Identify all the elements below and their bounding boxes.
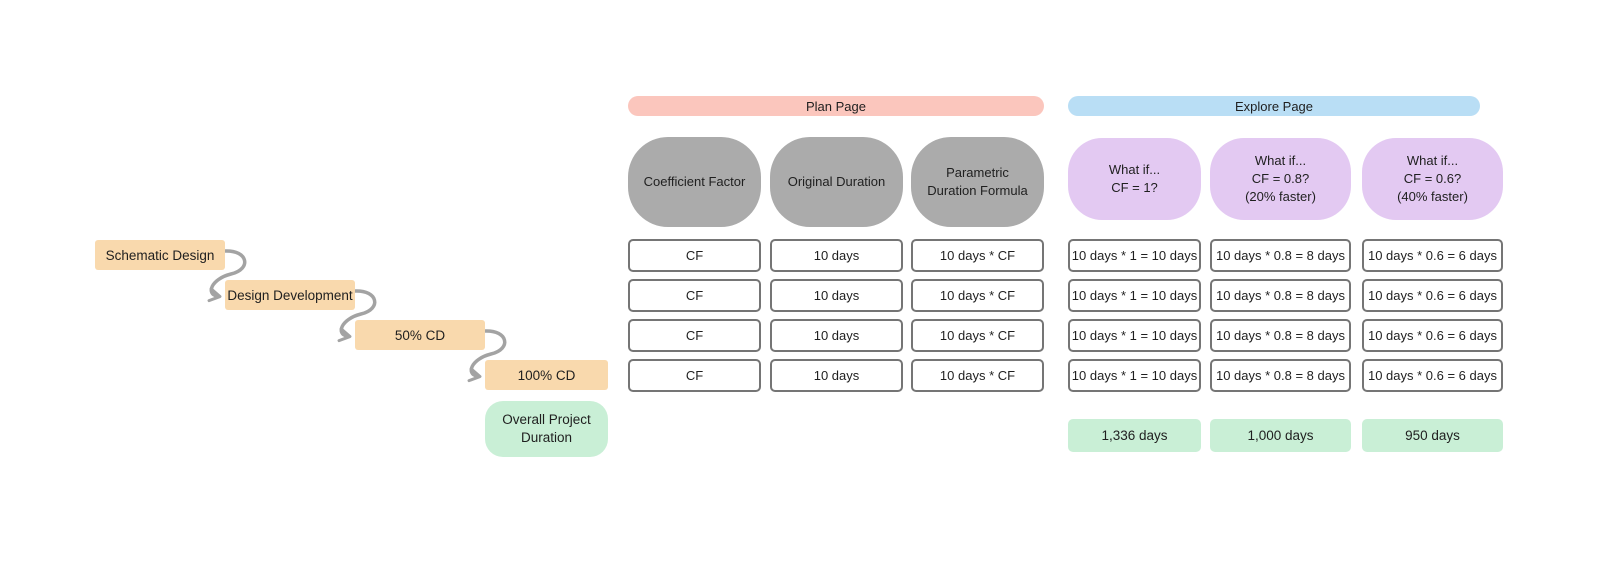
plan-cell-r3c1: 10 days	[770, 359, 903, 392]
column-header-line: Original Duration	[787, 174, 886, 189]
column-header-line: What if...	[1108, 162, 1161, 177]
plan-page-header: Plan Page	[628, 96, 1044, 116]
plan-cell-r2c2: 10 days * CF	[911, 319, 1044, 352]
column-header-line: Coefficient Factor	[643, 174, 746, 189]
column-header-line: (40% faster)	[1397, 189, 1468, 204]
plan-cell-r1c1: 10 days	[770, 279, 903, 312]
column-header-line: CF = 1?	[1111, 180, 1158, 195]
plan-cell-r1c2: 10 days * CF	[911, 279, 1044, 312]
explore-column-header-cf-1: What if... CF = 1?	[1068, 138, 1201, 220]
total-duration-cf-0-8: 1,000 days	[1210, 419, 1351, 452]
explore-cell-r2c1: 10 days * 0.8 = 8 days	[1210, 319, 1351, 352]
explore-cell-r0c0: 10 days * 1 = 10 days	[1068, 239, 1201, 272]
column-header-line: Duration Formula	[927, 183, 1028, 198]
plan-cell-r1c0: CF	[628, 279, 761, 312]
plan-cell-r3c2: 10 days * CF	[911, 359, 1044, 392]
plan-column-header-parametric-duration-formula: Parametric Duration Formula	[911, 137, 1044, 227]
explore-cell-r1c1: 10 days * 0.8 = 8 days	[1210, 279, 1351, 312]
explore-page-header: Explore Page	[1068, 96, 1480, 116]
plan-cell-r2c1: 10 days	[770, 319, 903, 352]
plan-column-header-original-duration: Original Duration	[770, 137, 903, 227]
plan-cell-r2c0: CF	[628, 319, 761, 352]
plan-cell-r0c0: CF	[628, 239, 761, 272]
column-header-line: What if...	[1406, 153, 1459, 168]
workflow-step-design-development: Design Development	[225, 280, 355, 310]
explore-column-header-cf-0-8: What if... CF = 0.8? (20% faster)	[1210, 138, 1351, 220]
explore-cell-r2c0: 10 days * 1 = 10 days	[1068, 319, 1201, 352]
explore-cell-r1c0: 10 days * 1 = 10 days	[1068, 279, 1201, 312]
column-header-line: Parametric	[946, 165, 1009, 180]
explore-cell-r1c2: 10 days * 0.6 = 6 days	[1362, 279, 1503, 312]
plan-column-header-coefficient-factor: Coefficient Factor	[628, 137, 761, 227]
explore-column-header-cf-0-6: What if... CF = 0.6? (40% faster)	[1362, 138, 1503, 220]
plan-cell-r3c0: CF	[628, 359, 761, 392]
explore-cell-r2c2: 10 days * 0.6 = 6 days	[1362, 319, 1503, 352]
total-duration-cf-1: 1,336 days	[1068, 419, 1201, 452]
explore-cell-r0c1: 10 days * 0.8 = 8 days	[1210, 239, 1351, 272]
column-header-line: CF = 0.6?	[1403, 171, 1462, 186]
column-header-line: What if...	[1254, 153, 1307, 168]
total-duration-cf-0-6: 950 days	[1362, 419, 1503, 452]
workflow-step-schematic-design: Schematic Design	[95, 240, 225, 270]
column-header-line: (20% faster)	[1245, 189, 1316, 204]
explore-cell-r3c1: 10 days * 0.8 = 8 days	[1210, 359, 1351, 392]
workflow-step-100-cd: 100% CD	[485, 360, 608, 390]
workflow-step-50-cd: 50% CD	[355, 320, 485, 350]
overall-project-duration-box: Overall Project Duration	[485, 401, 608, 457]
explore-cell-r3c2: 10 days * 0.6 = 6 days	[1362, 359, 1503, 392]
explore-cell-r3c0: 10 days * 1 = 10 days	[1068, 359, 1201, 392]
plan-cell-r0c1: 10 days	[770, 239, 903, 272]
plan-cell-r0c2: 10 days * CF	[911, 239, 1044, 272]
explore-cell-r0c2: 10 days * 0.6 = 6 days	[1362, 239, 1503, 272]
column-header-line: CF = 0.8?	[1251, 171, 1310, 186]
